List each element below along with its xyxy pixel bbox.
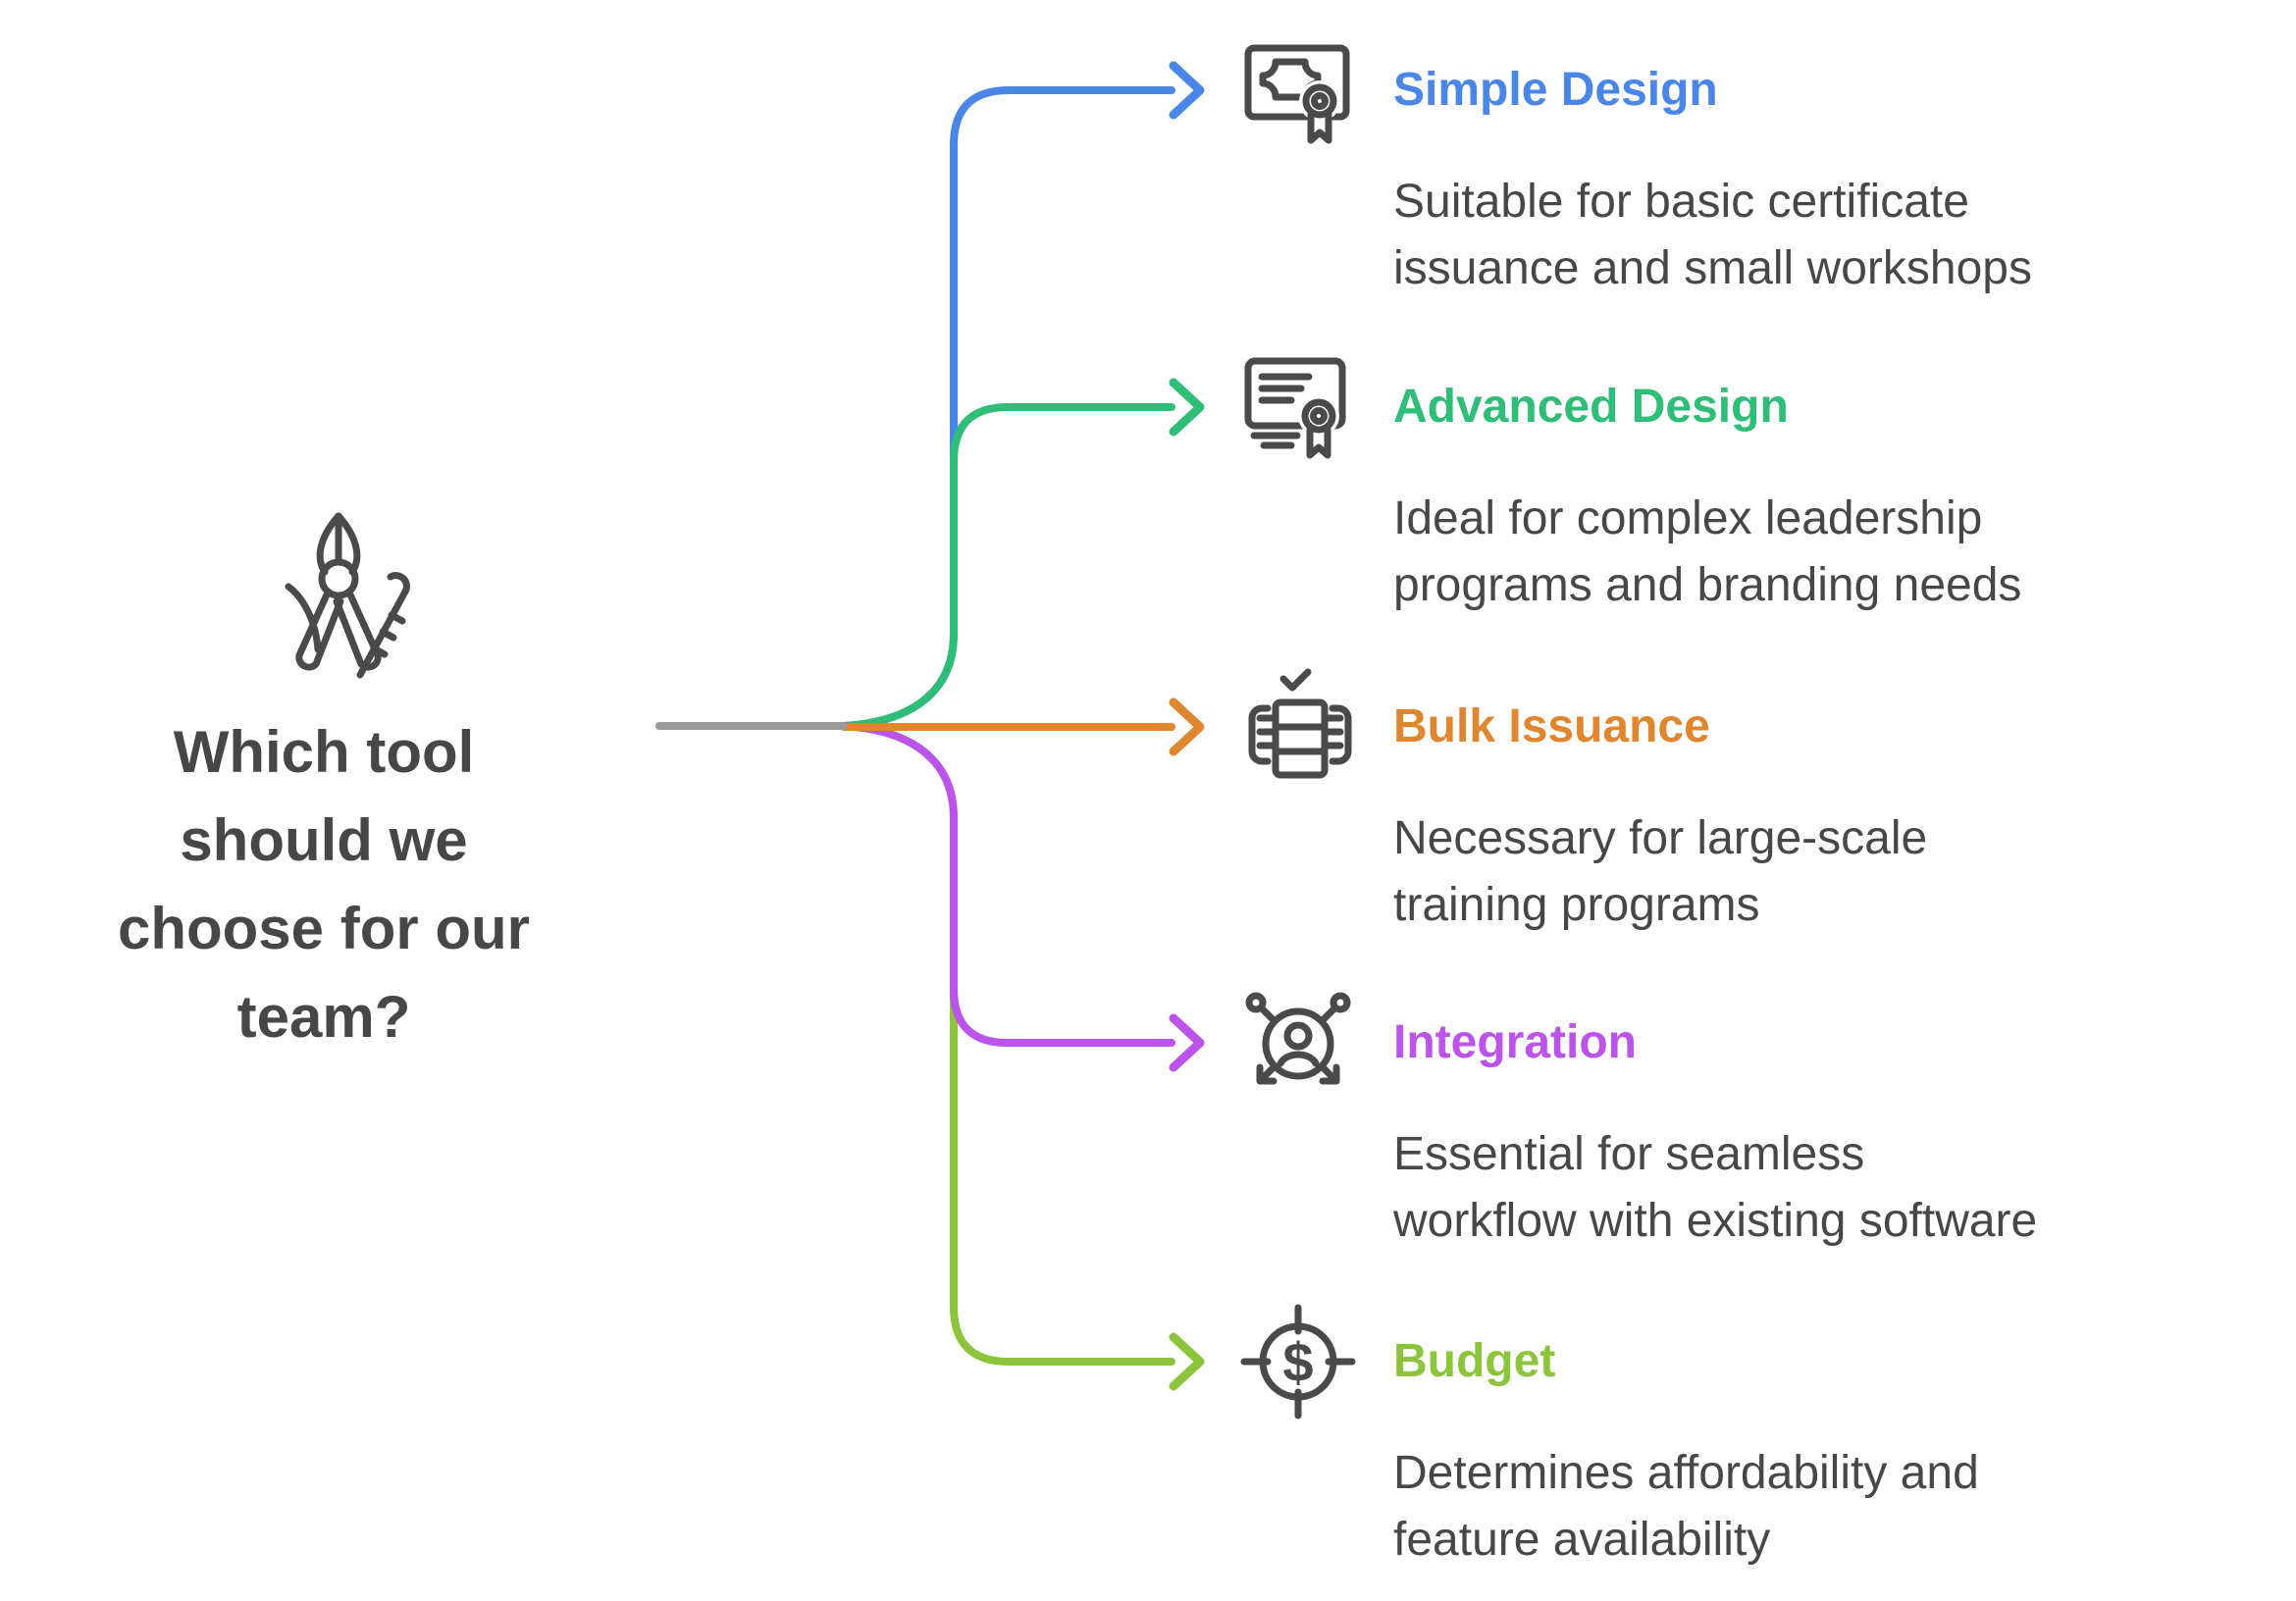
branch-item-bulk-issuance: Bulk Issuance Necessary for large-scale …	[1234, 663, 2196, 939]
item-title: Integration	[1393, 1016, 1637, 1068]
branch-line-advanced-design	[840, 403, 1175, 730]
question-text: Which tool should we choose for our team…	[117, 719, 531, 1050]
arrowhead-budget	[1169, 1332, 1205, 1391]
certificate-icon	[1234, 26, 1362, 154]
arrowhead-advanced-design	[1169, 378, 1205, 437]
stacked-cards-check-icon	[1234, 663, 1362, 791]
item-description: Suitable for basic certificate issuance …	[1393, 176, 2032, 294]
branch-line-integration	[840, 722, 1175, 1047]
arrowhead-bulk-issuance	[1169, 697, 1205, 756]
item-description: Necessary for large-scale training progr…	[1393, 812, 1928, 931]
svg-text:$: $	[1282, 1331, 1313, 1393]
dollar-target-icon: $	[1234, 1298, 1362, 1425]
arrowhead-integration	[1169, 1013, 1205, 1072]
item-description: Ideal for complex leadership programs an…	[1393, 492, 2022, 611]
item-title: Bulk Issuance	[1393, 700, 1710, 752]
branch-item-budget: $ Budget Determines affordability and fe…	[1234, 1298, 2196, 1574]
document-award-icon	[1234, 343, 1362, 471]
item-title: Advanced Design	[1393, 381, 1789, 433]
branch-item-integration: Integration Essential for seamless workf…	[1234, 979, 2196, 1255]
user-network-icon	[1234, 979, 1362, 1107]
branch-item-advanced-design: Advanced Design Ideal for complex leader…	[1234, 343, 2196, 619]
item-title: Budget	[1393, 1335, 1556, 1387]
drafting-compass-icon	[245, 500, 432, 687]
item-title: Simple Design	[1393, 64, 1718, 116]
item-description: Determines affordability and feature ava…	[1393, 1447, 1979, 1566]
arrowhead-simple-design	[1169, 61, 1205, 120]
item-description: Essential for seamless workflow with exi…	[1393, 1128, 2038, 1247]
branch-item-simple-design: Simple Design Suitable for basic certifi…	[1234, 26, 2196, 302]
